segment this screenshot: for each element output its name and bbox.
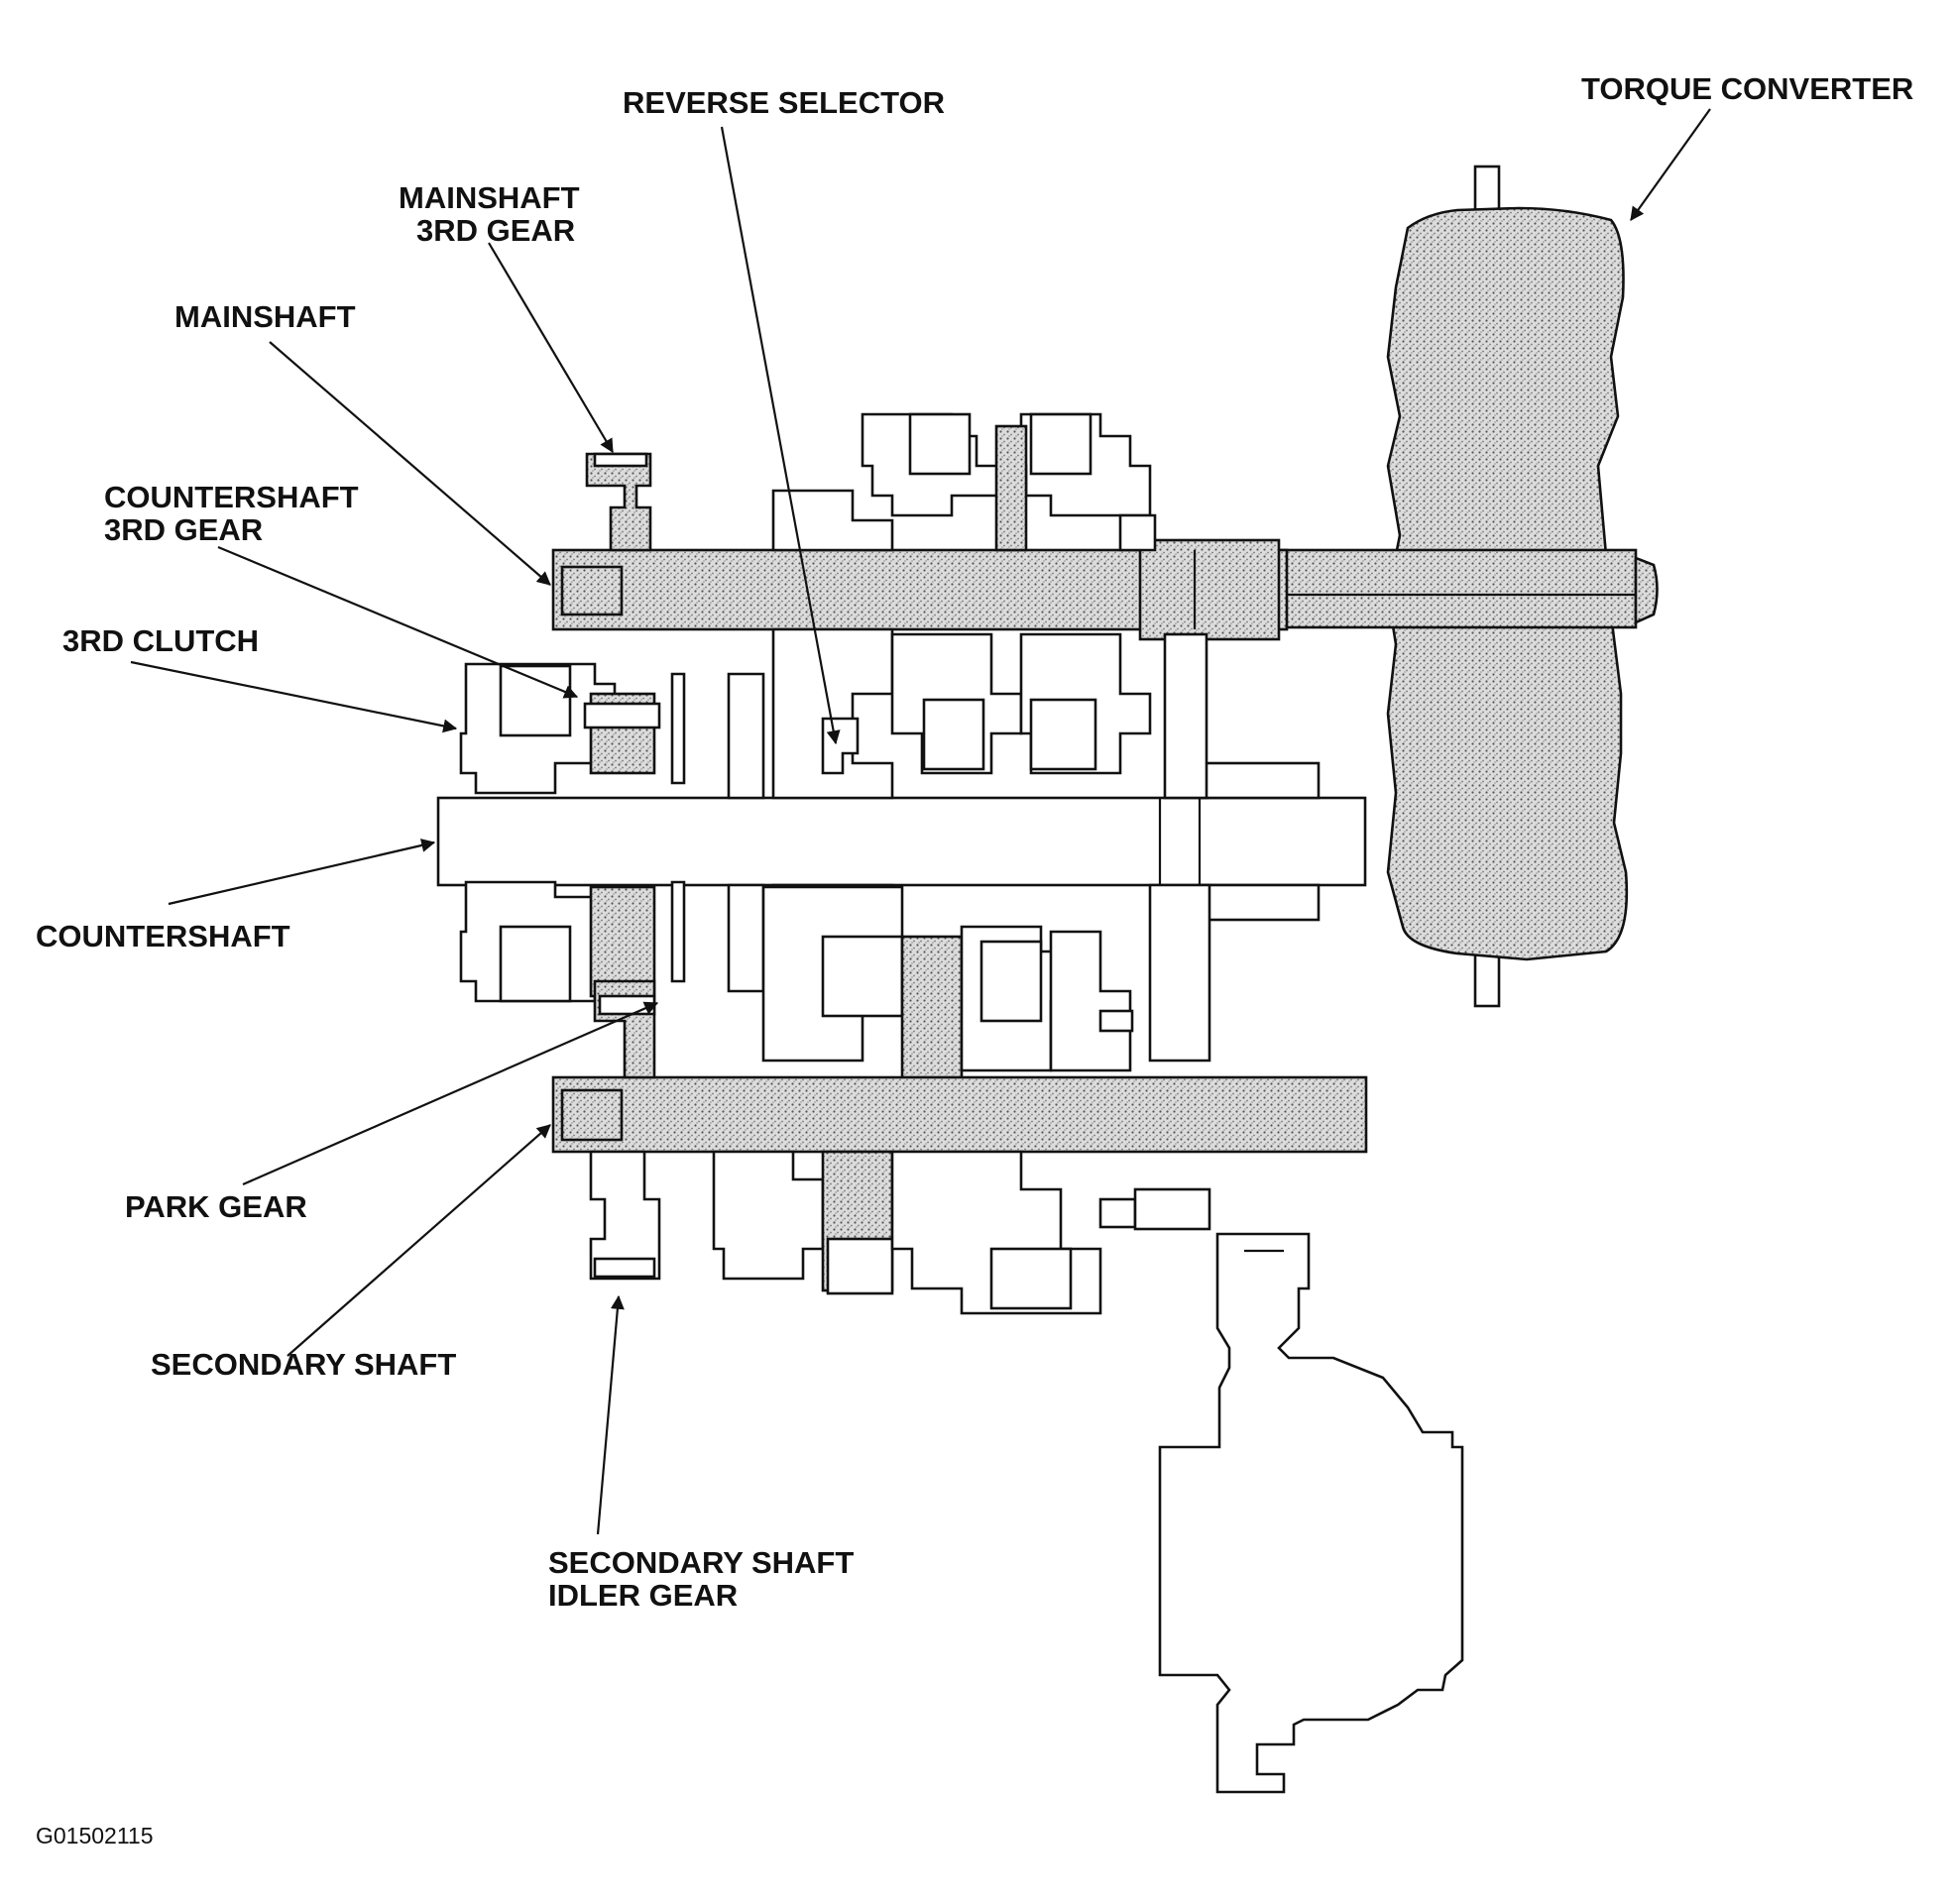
figure-code: G01502115 <box>36 1823 154 1848</box>
leader-secondary-shaft <box>287 1124 551 1357</box>
leader-3rd-clutch <box>130 660 458 733</box>
label-secondary-shaft: SECONDARY SHAFT <box>151 1347 456 1382</box>
label-torque-converter: TORQUE CONVERTER <box>1581 71 1913 106</box>
label-secondary-shaft-idler-gear-line2: IDLER GEAR <box>548 1578 738 1613</box>
label-3rd-clutch: 3RD CLUTCH <box>62 623 259 658</box>
differential-drawing <box>1158 1232 1464 1794</box>
secondary-shaft-drawing <box>551 979 1368 1315</box>
label-countershaft-3rd-gear-line2: 3RD GEAR <box>104 512 263 547</box>
leader-park-gear <box>242 1001 659 1186</box>
countershaft-drawing <box>436 627 1367 1087</box>
label-mainshaft: MAINSHAFT <box>174 299 356 334</box>
leader-torque-converter <box>1630 108 1711 221</box>
leader-mainshaft <box>269 341 551 586</box>
label-park-gear: PARK GEAR <box>125 1189 307 1224</box>
label-countershaft: COUNTERSHAFT <box>36 919 290 953</box>
leader-countershaft-3rd-gear <box>217 545 579 699</box>
mainshaft-drawing <box>551 412 1289 641</box>
torque-converter-drawing <box>1277 165 1659 1008</box>
label-secondary-shaft-idler-gear-line1: SECONDARY SHAFT <box>548 1545 854 1580</box>
label-mainshaft-3rd-gear-line1: MAINSHAFT <box>399 180 580 215</box>
leader-secondary-shaft-idler-gear <box>596 1294 625 1535</box>
leader-countershaft <box>168 839 436 906</box>
label-mainshaft-3rd-gear-line2: 3RD GEAR <box>416 213 575 248</box>
leader-reverse-selector <box>720 126 841 745</box>
label-reverse-selector: REVERSE SELECTOR <box>623 85 945 120</box>
label-countershaft-3rd-gear-line1: COUNTERSHAFT <box>104 480 359 514</box>
leader-mainshaft-3rd-gear <box>488 242 614 454</box>
leader-lines <box>130 108 1711 1535</box>
